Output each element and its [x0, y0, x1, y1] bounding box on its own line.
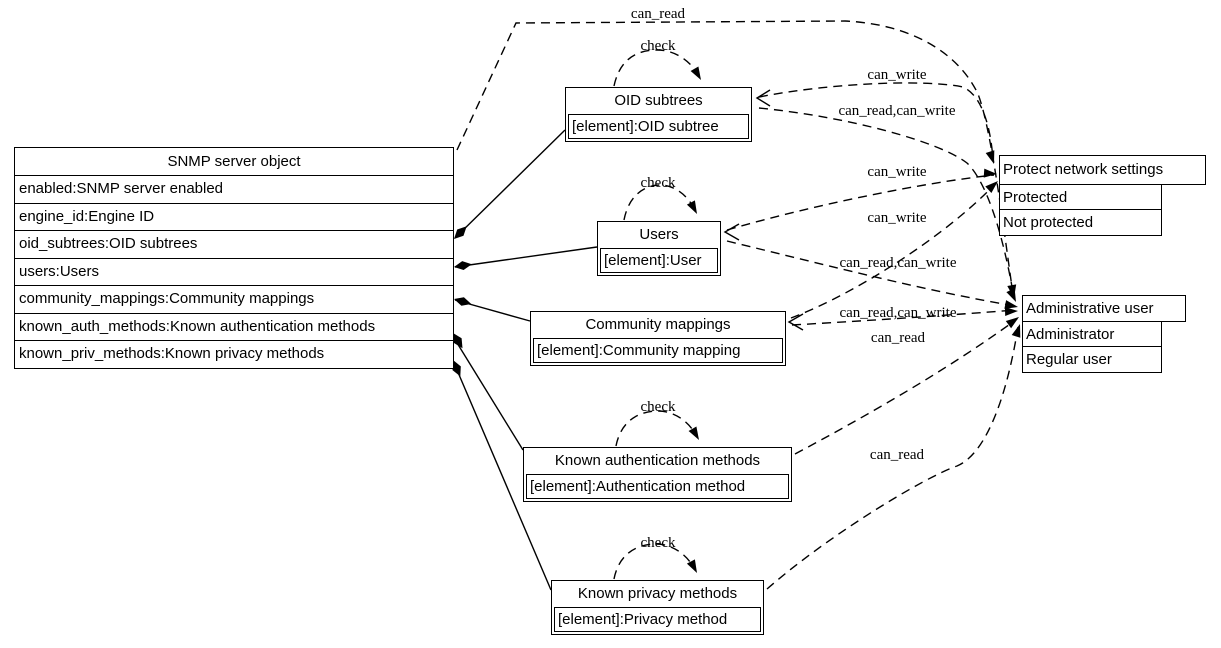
edge-label-check-users: check: [640, 175, 676, 191]
node-administrative-user: Administrative user Administrator Regula…: [1022, 295, 1186, 373]
edge-label-check-oid: check: [640, 38, 676, 54]
node-title: SNMP server object: [167, 153, 301, 170]
edge-can-read-auth-admin: [794, 318, 1018, 455]
arrowhead-crw-users-into-admin: [1004, 300, 1018, 309]
enum-value-regular-user: Regular user: [1022, 346, 1162, 373]
attribute-community-mappings: community_mappings:Community mappings: [15, 285, 453, 313]
node-title: Known authentication methods: [554, 452, 761, 469]
edge-label-check-auth: check: [640, 399, 676, 415]
edge-label-crw-community: can_read,can_write: [839, 305, 957, 321]
edge-check-oid-subtrees: [613, 49, 700, 87]
edge-check-known-priv-methods: [613, 543, 696, 580]
arrowhead-crw-oid-into-admin: [1006, 288, 1016, 302]
edge-label-can-write-oid: can_write: [867, 67, 927, 83]
attribute-known-auth-methods: known_auth_methods:Known authentication …: [15, 312, 453, 341]
arrowhead-check-into-users: [686, 200, 697, 214]
composition-diamond-known-auth-methods: [453, 333, 463, 349]
node-known-authentication-methods: Known authentication methods [element]:A…: [523, 447, 792, 502]
composition-diamond-community-mappings: [454, 297, 472, 306]
node-title: Administrative user: [1022, 295, 1186, 322]
node-users: Users [element]:User: [597, 221, 721, 276]
arrowhead-can-write-users-into-protect: [983, 168, 997, 178]
open-arrowhead-into-users: [723, 223, 740, 241]
edge-can-read-can-write-oid-admin: [758, 107, 1015, 299]
arrowhead-can-write-oid-into-protect: [985, 150, 995, 164]
attribute-element: [element]:Privacy method: [554, 607, 761, 632]
arrowhead-can-write-community-into-protect: [985, 181, 998, 193]
attribute-oid-subtrees: oid_subtrees:OID subtrees: [15, 230, 453, 258]
edge-can-write-users-protect: [726, 174, 995, 231]
edge-label-can-write-community: can_write: [867, 210, 927, 226]
composition-diamond-users: [454, 261, 472, 270]
attribute-element: [element]:User: [600, 248, 718, 273]
edge-label-can-read-snmp: can_read: [630, 6, 686, 22]
enum-value-not-protected: Not protected: [999, 209, 1162, 236]
edge-label-can-write-users: can_write: [867, 164, 927, 180]
node-community-mappings: Community mappings [element]:Community m…: [530, 311, 786, 366]
open-arrowhead-into-oid-subtrees: [755, 89, 771, 107]
link-snmp-known-auth-methods: [453, 337, 524, 451]
node-snmp-server-object: SNMP server object enabled:SNMP server e…: [14, 147, 454, 369]
node-title: Users: [639, 226, 679, 243]
edge-check-users: [623, 184, 696, 221]
arrowhead-check-into-known-priv-methods: [686, 559, 697, 573]
composition-diamond-oid-subtrees: [454, 226, 467, 239]
node-title: Community mappings: [585, 316, 731, 333]
edge-label-check-priv: check: [640, 535, 676, 551]
edge-can-read-priv-admin: [766, 326, 1019, 590]
open-arrowhead-into-community-mappings: [787, 313, 804, 331]
attribute-element: [element]:Authentication method: [526, 474, 789, 499]
edge-can-write-community-protect: [790, 182, 997, 319]
link-snmp-oid-subtrees: [454, 129, 566, 239]
node-title: OID subtrees: [614, 92, 703, 109]
node-protect-network-settings: Protect network settings Protected Not p…: [999, 155, 1206, 236]
edge-check-known-auth-methods: [615, 410, 698, 447]
node-title: Known privacy methods: [577, 585, 738, 602]
enum-value-administrator: Administrator: [1022, 320, 1162, 348]
link-snmp-known-priv-methods: [453, 362, 552, 591]
attribute-users: users:Users: [15, 257, 453, 286]
arrowhead-can-read-priv-into-admin: [1011, 324, 1021, 338]
composition-diamond-known-priv-methods: [452, 360, 461, 377]
arrowhead-can-read-auth-into-admin: [1005, 317, 1019, 329]
attribute-known-priv-methods: known_priv_methods:Known privacy methods: [15, 340, 453, 368]
arrowhead-check-into-oid-subtrees: [690, 66, 701, 80]
node-title: Protect network settings: [999, 155, 1206, 185]
attribute-element: [element]:OID subtree: [568, 114, 749, 139]
edge-label-can-read-priv: can_read: [869, 447, 925, 463]
arrowhead-check-into-known-auth-methods: [688, 426, 699, 440]
attribute-enabled: enabled:SNMP server enabled: [15, 175, 453, 203]
node-oid-subtrees: OID subtrees [element]:OID subtree: [565, 87, 752, 142]
attribute-engine-id: engine_id:Engine ID: [15, 202, 453, 231]
edge-can-read-can-write-community-admin: [791, 309, 1017, 326]
enum-value-protected: Protected: [999, 183, 1162, 211]
edge-can-write-oid-protect: [758, 82, 994, 161]
edge-can-read-can-write-users-admin: [726, 240, 1017, 307]
edge-label-crw-users: can_read,can_write: [839, 255, 957, 271]
node-known-privacy-methods: Known privacy methods [element]:Privacy …: [551, 580, 764, 635]
edge-label-can-read-auth: can_read: [870, 330, 926, 346]
link-snmp-users: [454, 246, 598, 268]
attribute-element: [element]:Community mapping: [533, 338, 783, 363]
arrowhead-crw-community-into-admin: [1004, 307, 1018, 316]
edge-label-crw-oid: can_read,can_write: [838, 103, 956, 119]
